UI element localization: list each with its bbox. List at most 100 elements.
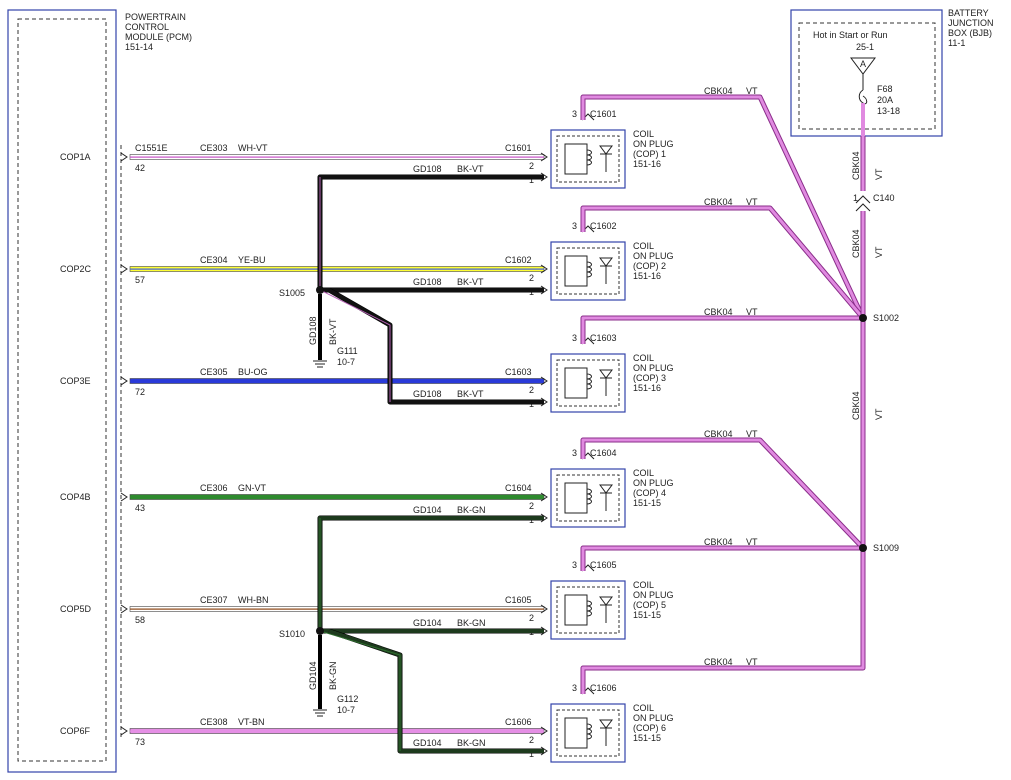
fuse-icon — [858, 89, 868, 105]
coil-winding-icon-5 — [586, 600, 592, 617]
pcm-pin-name-6: COP6F — [60, 726, 91, 736]
wire-color-4: GN-VT — [238, 483, 267, 493]
coil-power-conn-2: C1602 — [590, 221, 617, 231]
coil-gnd-arrow-6 — [540, 746, 548, 756]
pcm-title: POWERTRAIN CONTROL MODULE (PCM) 151-14 — [125, 12, 192, 52]
coil-pin-arrow-6 — [540, 726, 548, 736]
splice-s1010-label: S1010 — [279, 629, 305, 639]
coil-label-3-line-2: ON PLUG — [633, 363, 674, 373]
coil-pin-arrow-4 — [540, 492, 548, 502]
coil-label-3-line-3: (COP) 3 — [633, 373, 666, 383]
pcm-title-line-3: MODULE (PCM) — [125, 32, 192, 42]
signal-wire-stripe-4 — [130, 496, 544, 498]
coil-transformer-4 — [564, 482, 588, 514]
coil-signal-pin-4: 2 — [529, 501, 534, 511]
coil-label-1-line-3: (COP) 1 — [633, 149, 666, 159]
coil-label-1-line-2: ON PLUG — [633, 139, 674, 149]
pcm-pin-arrow-2 — [120, 264, 128, 274]
coil-winding-icon-3 — [586, 373, 592, 390]
coil-label-4-line-2: ON PLUG — [633, 478, 674, 488]
wire-label-2: CE304 — [200, 255, 228, 265]
wire-label-1: CE303 — [200, 143, 228, 153]
coil-label-2-line-4: 151-16 — [633, 271, 661, 281]
wire-label-6: CE308 — [200, 717, 228, 727]
ground-g111-icon — [313, 360, 327, 368]
c140-pin-label: 1 — [853, 193, 858, 203]
fuse-line-2: 20A — [877, 95, 893, 105]
ground-g112-icon — [313, 709, 327, 717]
splice-s1010-dot — [316, 627, 324, 635]
power-feed-wire-5 — [581, 546, 863, 571]
splice-s1005-wire: GD108 — [308, 316, 318, 345]
ground-g111-label: G111 — [337, 346, 358, 356]
coil-transformer-3 — [564, 367, 588, 399]
gnd-wire-label-4: GD104 — [413, 505, 442, 515]
bjb-box — [790, 9, 943, 137]
trunk-label-mid-color: VT — [874, 246, 884, 258]
power-feed-color-2: VT — [746, 197, 758, 207]
coil-label-6-line-4: 151-15 — [633, 733, 661, 743]
coil-label-5-line-1: COIL — [633, 580, 654, 590]
coil-pin-arrow-1 — [540, 152, 548, 162]
coil-label-6-line-1: COIL — [633, 703, 654, 713]
coil-gnd-arrow-3 — [540, 397, 548, 407]
wire-color-1: WH-VT — [238, 143, 268, 153]
coil-transformer-2 — [564, 255, 588, 287]
pcm-pin-arrow-4 — [120, 492, 128, 502]
power-feed-wire-3 — [581, 316, 863, 344]
coil-inner-1 — [556, 135, 620, 183]
coil-winding-icon-6 — [586, 723, 592, 740]
trunk-label-low-color: VT — [874, 408, 884, 420]
power-feed-label-3: CBK04 — [704, 307, 733, 317]
signal-wire-stripe-3 — [130, 380, 544, 382]
coil-conn-label-5: C1605 — [505, 595, 532, 605]
coil-label-5-line-4: 151-15 — [633, 610, 661, 620]
coil-gnd-arrow-1 — [540, 172, 548, 182]
bjb-power-symbol — [850, 57, 876, 75]
coil-gnd-pin-1: 1 — [529, 175, 534, 185]
wire-color-2: YE-BU — [238, 255, 266, 265]
power-feed-color-1: VT — [746, 86, 758, 96]
pcm-pin-number-4: 43 — [135, 503, 145, 513]
wire-label-3: CE305 — [200, 367, 228, 377]
c140-label: C140 — [873, 193, 895, 203]
ground-wire-gd104-1-outline — [317, 515, 544, 634]
trunk-label-upper-wire: CBK04 — [851, 151, 861, 180]
fuse-line-3: 13-18 — [877, 106, 900, 116]
bjb-hot-label: Hot in Start or Run — [813, 30, 888, 40]
pcm-connector-label: C1551E — [135, 143, 168, 153]
coil-signal-pin-6: 2 — [529, 735, 534, 745]
coil-label-4-line-4: 151-15 — [633, 498, 661, 508]
coil-signal-pin-3: 2 — [529, 385, 534, 395]
coil-power-conn-1: C1601 — [590, 109, 617, 119]
coil-diode-icon-4 — [599, 484, 613, 494]
gnd-wire-label-6: GD104 — [413, 738, 442, 748]
coil-box-5 — [550, 580, 626, 640]
pcm-pin-name-2: COP2C — [60, 264, 92, 274]
coil-pin-arrow-2 — [540, 264, 548, 274]
coil-conn-label-4: C1604 — [505, 483, 532, 493]
power-feed-wire-5-outline — [580, 545, 863, 571]
splice-s1009-dot — [859, 544, 867, 552]
pcm-pin-number-2: 57 — [135, 275, 145, 285]
coil-inner-5 — [556, 586, 620, 634]
coil-label-4-line-1: COIL — [633, 468, 654, 478]
coil-winding-icon-4 — [586, 488, 592, 505]
coil-signal-pin-5: 2 — [529, 613, 534, 623]
coil-power-conn-6: C1606 — [590, 683, 617, 693]
trunk-label-mid-wire: CBK04 — [851, 229, 861, 258]
bjb-title-line-2: JUNCTION — [948, 18, 994, 28]
coil-power-conn-5: C1605 — [590, 560, 617, 570]
coil-pin-arrow-5 — [540, 604, 548, 614]
ground-wire-gd108-1-outline — [317, 174, 544, 293]
pcm-pin-name-1: COP1A — [60, 152, 91, 162]
coil-inner-2 — [556, 247, 620, 295]
splice-s1010-color: BK-GN — [328, 661, 338, 690]
pcm-pin-arrow-3 — [120, 376, 128, 386]
coil-gnd-arrow-4 — [540, 513, 548, 523]
coil-signal-pin-1: 2 — [529, 161, 534, 171]
coil-pin-arrow-3 — [540, 376, 548, 386]
gnd-wire-color-4: BK-GN — [457, 505, 486, 515]
